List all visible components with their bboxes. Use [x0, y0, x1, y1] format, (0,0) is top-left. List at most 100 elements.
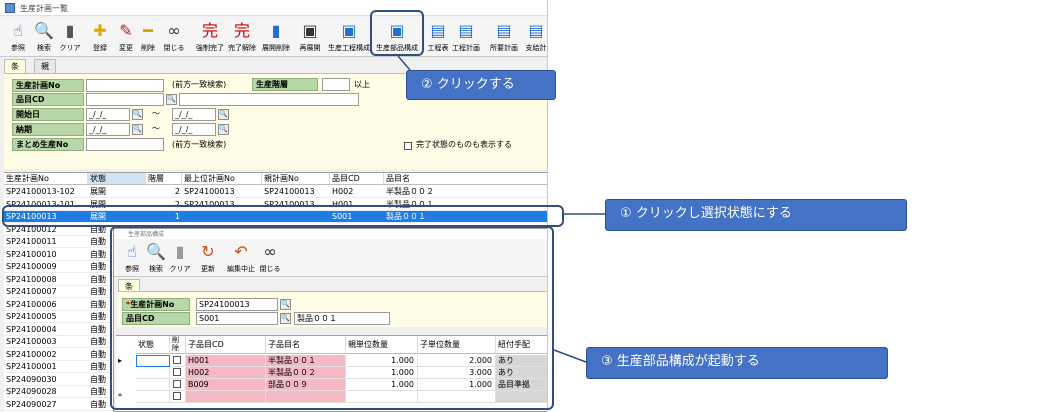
child-cell-child_qty: [418, 391, 496, 403]
child-cell-arrange[interactable]: あり: [496, 367, 547, 379]
plan-no-hint: (前方一致検索): [172, 80, 227, 89]
child-cell-cd[interactable]: [186, 391, 266, 403]
child-grid-row[interactable]: *: [116, 391, 547, 403]
child-grid-header-5[interactable]: 子単位数量: [418, 336, 496, 354]
child-cell-name[interactable]: 半製品００２: [266, 367, 346, 379]
change-button[interactable]: ✎変更: [112, 19, 140, 55]
child-cell-name[interactable]: 半製品００１: [266, 355, 346, 367]
child-cell-cd[interactable]: B009: [186, 379, 266, 391]
child-clear-label: クリア: [169, 265, 191, 273]
child-cell-name[interactable]: 部品００９: [266, 379, 346, 391]
child-cell-cd[interactable]: H002: [186, 367, 266, 379]
close-icon: ∞: [167, 21, 181, 40]
callout-select-row: ① クリックし選択状態にする: [605, 199, 907, 231]
child-grid-header-2[interactable]: 子品目CD: [186, 336, 266, 354]
child-grid-header-1[interactable]: 削除: [170, 336, 186, 354]
plan-no-input[interactable]: [86, 79, 164, 92]
delete-button[interactable]: ━削除: [134, 19, 162, 55]
delete-checkbox[interactable]: [173, 392, 181, 400]
force-complete-button[interactable]: 完強制完了: [196, 19, 224, 55]
process-table-icon: ▤: [430, 21, 446, 40]
grid-header-1[interactable]: 状態: [88, 173, 146, 185]
grid-header-2[interactable]: 階層: [146, 173, 182, 185]
register-button[interactable]: ✚登録: [86, 19, 114, 55]
grid-header-3[interactable]: 最上位計画No: [182, 173, 262, 185]
grid-cell: 展開: [90, 199, 106, 209]
grid-cell: 自動: [90, 274, 106, 284]
delete-checkbox[interactable]: [173, 368, 181, 376]
child-update-button[interactable]: ↻更新: [196, 240, 220, 276]
parts-config-button[interactable]: ▣生産部品構成: [374, 19, 420, 55]
child-cell-name[interactable]: [266, 391, 346, 403]
callout-click: ② クリックする: [406, 70, 556, 100]
clear-button[interactable]: ▮クリア: [56, 19, 84, 55]
re-expand-button[interactable]: ▣再展開: [296, 19, 324, 55]
grid-header-5[interactable]: 品目CD: [330, 173, 384, 185]
required-plan-button[interactable]: ▤所要計画: [490, 19, 518, 55]
child-status-cell[interactable]: [136, 367, 170, 379]
search-icon[interactable]: 🔍: [280, 299, 291, 310]
start-from-input[interactable]: _/_/_: [86, 108, 130, 121]
support-plan-button[interactable]: ▤支給計: [522, 19, 547, 55]
delete-checkbox[interactable]: [173, 380, 181, 388]
delete-checkbox[interactable]: [173, 356, 181, 364]
child-cell-cd[interactable]: H001: [186, 355, 266, 367]
child-item-cd-input[interactable]: S001: [196, 312, 278, 325]
child-search-button[interactable]: 🔍検索: [144, 240, 168, 276]
search-icon[interactable]: 🔍: [166, 94, 177, 105]
delivery-to-input[interactable]: _/_/_: [172, 123, 216, 136]
calendar-icon[interactable]: 🔍: [132, 109, 143, 120]
child-plan-no-input[interactable]: SP24100013: [196, 298, 278, 311]
child-item-name-input[interactable]: 製品００１: [294, 312, 390, 325]
delivery-from-input[interactable]: _/_/_: [86, 123, 130, 136]
process-table-button[interactable]: ▤工程表: [424, 19, 452, 55]
required-plan-icon: ▤: [496, 21, 512, 40]
grid-header-6[interactable]: 品目名: [384, 173, 547, 185]
grid-header-4[interactable]: 親計画No: [262, 173, 330, 185]
child-clear-button[interactable]: ▮クリア: [168, 240, 192, 276]
calendar-icon[interactable]: 🔍: [218, 124, 229, 135]
child-grid-header-3[interactable]: 子品目名: [266, 336, 346, 354]
calendar-icon[interactable]: 🔍: [132, 124, 143, 135]
close-button[interactable]: ∞閉じる: [160, 19, 188, 55]
child-grid-header-0[interactable]: 状態: [136, 336, 170, 354]
process-config-button[interactable]: ▣生産工程構成: [326, 19, 372, 55]
child-cell-arrange[interactable]: [496, 391, 547, 403]
item-name-input[interactable]: [179, 93, 359, 106]
grid-cell: SP24090028: [6, 387, 57, 396]
process-plan-button[interactable]: ▤工程計画: [452, 19, 480, 55]
search-icon[interactable]: 🔍: [280, 313, 291, 324]
child-grid-header-4[interactable]: 親単位数量: [346, 336, 418, 354]
ref-button[interactable]: ☝参照: [4, 19, 32, 55]
child-grid-header-6[interactable]: 紐付手配: [496, 336, 547, 354]
child-toolbar: ☝参照🔍検索▮クリア↻更新↶編集中止∞閉じる: [114, 239, 547, 277]
item-cd-input[interactable]: [86, 93, 164, 106]
child-cell-arrange[interactable]: あり: [496, 355, 547, 367]
start-to-input[interactable]: _/_/_: [172, 108, 216, 121]
child-status-cell[interactable]: [136, 391, 170, 403]
calendar-icon[interactable]: 🔍: [218, 109, 229, 120]
child-edit-cancel-button[interactable]: ↶編集中止: [224, 240, 258, 276]
child-status-cell[interactable]: [136, 379, 170, 391]
child-cell-child_qty: 3.000: [418, 367, 496, 379]
expand-delete-button[interactable]: ▮展開削除: [262, 19, 290, 55]
summary-no-input[interactable]: [86, 138, 164, 151]
child-cell-parent_qty: [346, 391, 418, 403]
child-status-cell[interactable]: [136, 355, 170, 367]
grid-header-0[interactable]: 生産計画No: [4, 173, 88, 185]
level-input[interactable]: [322, 78, 350, 91]
search-button[interactable]: 🔍検索: [30, 19, 58, 55]
child-cell-parent_qty: 1.000: [346, 355, 418, 367]
force-complete-label: 強制完了: [196, 44, 224, 52]
child-close-button[interactable]: ∞閉じる: [258, 240, 282, 276]
complete-cancel-button[interactable]: 完完了解除: [228, 19, 256, 55]
child-ref-button[interactable]: ☝参照: [120, 240, 144, 276]
show-completed-checkbox[interactable]: [404, 142, 412, 150]
child-cell-arrange[interactable]: 品目準拠: [496, 379, 547, 391]
